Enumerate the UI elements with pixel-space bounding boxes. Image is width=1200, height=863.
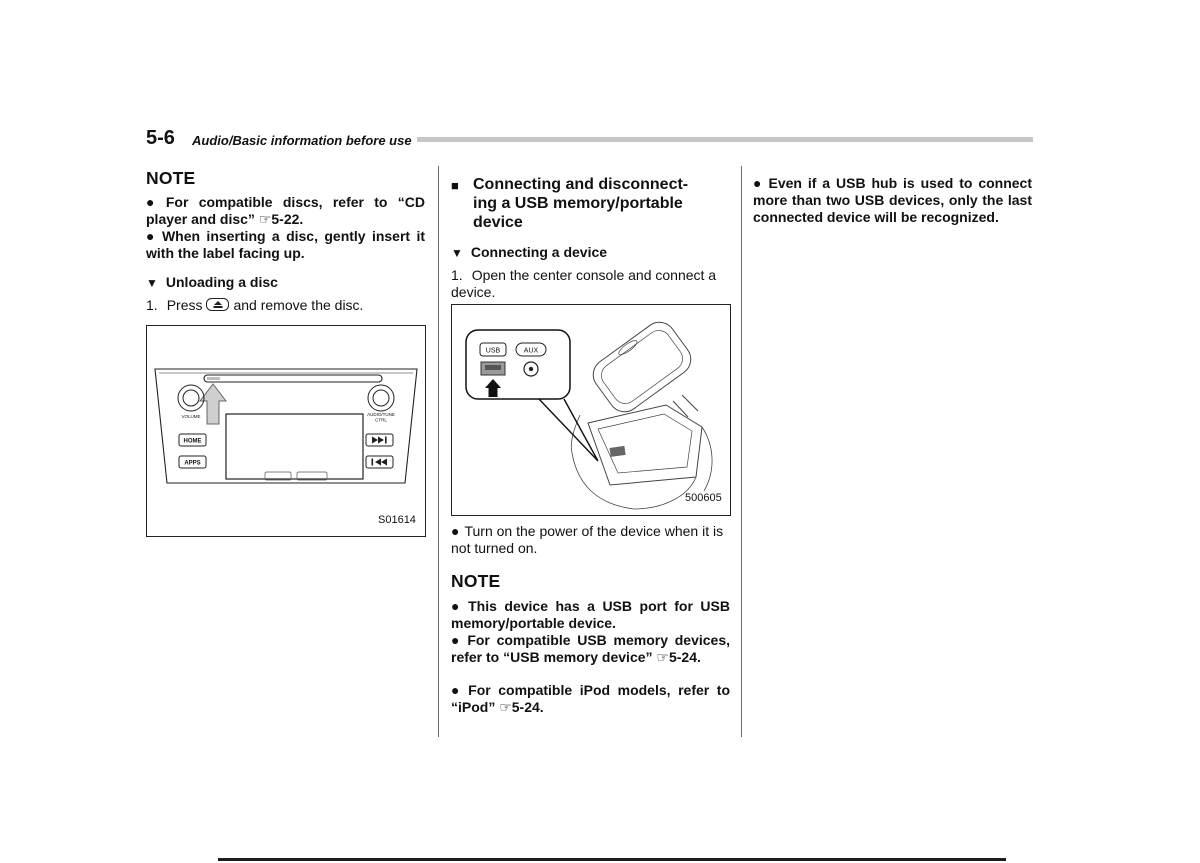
aux-label-badge — [515, 342, 547, 357]
step-text-before: Press — [166, 297, 203, 313]
bullet-paragraph: ●Even if a USB hub is used to connect mo… — [753, 175, 1032, 226]
aux-jack-center — [528, 366, 534, 372]
bullet-marker: ● — [451, 632, 463, 648]
figure-center-console: USB AUX 500605 — [451, 304, 731, 516]
eject-triangle — [213, 300, 222, 305]
bullet-paragraph: ●For compatible discs, refer to “CD play… — [146, 194, 425, 228]
step-press-eject: 1. Press and remove the disc. — [146, 297, 425, 314]
note-heading-left: NOTE — [146, 168, 196, 188]
bullet-text: Turn on the power of the device when it … — [451, 523, 724, 556]
next-track-button — [365, 433, 394, 447]
prev-track-button — [365, 455, 394, 469]
apps-button — [178, 455, 207, 469]
column-divider-right — [741, 166, 742, 737]
bullet-text: For compatible discs, refer to “CD playe… — [146, 194, 425, 227]
bullet-marker: ● — [146, 228, 157, 244]
eject-button-icon — [206, 298, 230, 311]
logo-badges — [264, 471, 328, 481]
bullet-text: For compatible iPod models, refer to “iP… — [451, 682, 730, 715]
subheading-text: Connecting a device — [470, 244, 608, 260]
volume-knob — [177, 384, 205, 412]
step-number: 1. — [146, 297, 158, 313]
usb-port-slot — [485, 365, 501, 370]
usb-label-badge — [479, 342, 507, 357]
pointer-arrow-up — [198, 383, 228, 425]
step-open-console: 1.Open the center console and connect a … — [451, 267, 730, 301]
bullet-marker: ● — [451, 682, 464, 698]
home-button — [178, 433, 207, 447]
figure-caption: S01614 — [378, 514, 416, 526]
aux-label: AUX — [524, 348, 539, 355]
subheading-connecting-a-device: ▼ Connecting a device — [451, 244, 730, 260]
eject-button — [207, 377, 220, 380]
display-screen — [225, 413, 364, 480]
apps-button-label: APPS — [184, 461, 200, 467]
callout-tail — [537, 397, 599, 462]
triangle-marker: ▼ — [146, 276, 158, 290]
center-console-drawing: USB AUX 500605 — [465, 321, 722, 510]
console-line-art — [570, 321, 713, 510]
subheading-unloading-a-disc: ▼ Unloading a disc — [146, 274, 425, 290]
home-button-label: HOME — [184, 439, 202, 445]
bullet-paragraph: ●Turn on the power of the device when it… — [451, 523, 730, 557]
bullet-text: Even if a USB hub is used to connect mor… — [753, 175, 1032, 225]
bullet-text: For compatible USB memory devices, refer… — [451, 632, 730, 665]
page-number: 5-6 — [146, 127, 175, 149]
bullet-paragraph: ●When inserting a disc, gently insert it… — [146, 228, 425, 262]
figure-cd-player: VOLUME AUDIO/TUNE CTRL HOME APPS — [146, 325, 426, 537]
page-title: Audio/Basic information before use — [192, 133, 412, 148]
heading-line: Connecting and disconnect- — [473, 176, 689, 193]
heading-line: ing a USB memory/portable — [473, 195, 683, 212]
usb-label: USB — [486, 348, 501, 355]
tune-knob-label-2: CTRL — [375, 418, 387, 423]
cd-player-drawing: VOLUME AUDIO/TUNE CTRL HOME APPS — [154, 368, 418, 526]
page-bottom-rule — [218, 858, 1006, 861]
volume-knob-label: VOLUME — [181, 414, 200, 419]
section-heading-usb: ■ Connecting and disconnect- ing a USB m… — [451, 175, 752, 232]
aux-jack — [523, 361, 539, 377]
bullet-paragraph: ●For compatible iPod models, refer to “i… — [451, 682, 730, 716]
note-heading-middle: NOTE — [451, 571, 501, 591]
bullet-text: This device has a USB port for USB memor… — [451, 598, 730, 631]
step-text-after: and remove the disc. — [233, 297, 364, 313]
tune-knob-label: AUDIO/TUNE — [367, 412, 395, 417]
subheading-text: Unloading a disc — [165, 274, 278, 290]
figure-caption: 500605 — [685, 492, 722, 504]
column-divider-left — [438, 166, 439, 737]
triangle-marker: ▼ — [451, 246, 463, 260]
eject-bar — [213, 306, 223, 308]
tune-knob — [367, 384, 395, 412]
step-number: 1. — [451, 267, 463, 283]
bullet-marker: ● — [753, 175, 764, 191]
bullet-marker: ● — [451, 523, 460, 539]
header-rule — [417, 137, 1033, 142]
bullet-paragraph: ●For compatible USB memory devices, refe… — [451, 632, 730, 666]
bullet-marker: ● — [146, 194, 161, 210]
heading-line: device — [473, 214, 523, 231]
bullet-paragraph: ●This device has a USB port for USB memo… — [451, 598, 730, 632]
bullet-text: When inserting a disc, gently insert it … — [146, 228, 425, 261]
head-unit-outline — [154, 368, 418, 484]
insert-arrow-up — [485, 379, 501, 397]
bullet-marker: ● — [451, 598, 464, 614]
step-text: Open the center console and connect a de… — [451, 267, 717, 300]
square-marker: ■ — [451, 178, 459, 193]
console-usb-port — [609, 445, 626, 457]
